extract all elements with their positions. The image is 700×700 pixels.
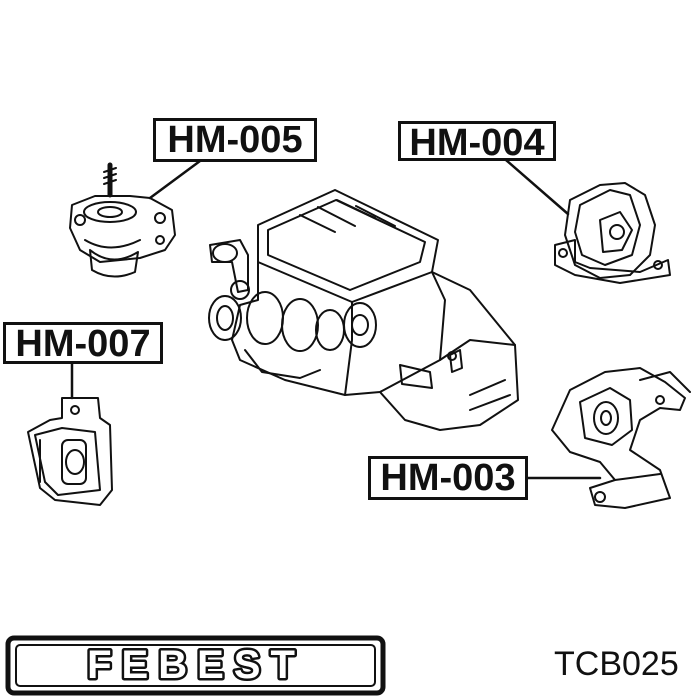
label-hm-005: HM-005: [153, 118, 317, 162]
label-hm-003: HM-003: [368, 456, 528, 500]
mount-hm007-drawing: [27, 397, 113, 506]
leader-hm004: [504, 158, 570, 216]
part-number: TCB025: [554, 645, 679, 683]
label-hm-004: HM-004: [398, 121, 556, 162]
mount-hm004-drawing: [554, 182, 671, 284]
febest-logo: FEBEST: [5, 635, 386, 696]
label-hm-007: HM-007: [3, 322, 163, 364]
mount-hm003-drawing: [551, 367, 691, 509]
febest-logo-text: FEBEST: [87, 643, 305, 687]
leader-hm005: [148, 159, 202, 200]
mount-hm005-drawing: [69, 162, 176, 278]
leader-lines: [70, 158, 602, 480]
engine-block-drawing: [208, 189, 519, 431]
